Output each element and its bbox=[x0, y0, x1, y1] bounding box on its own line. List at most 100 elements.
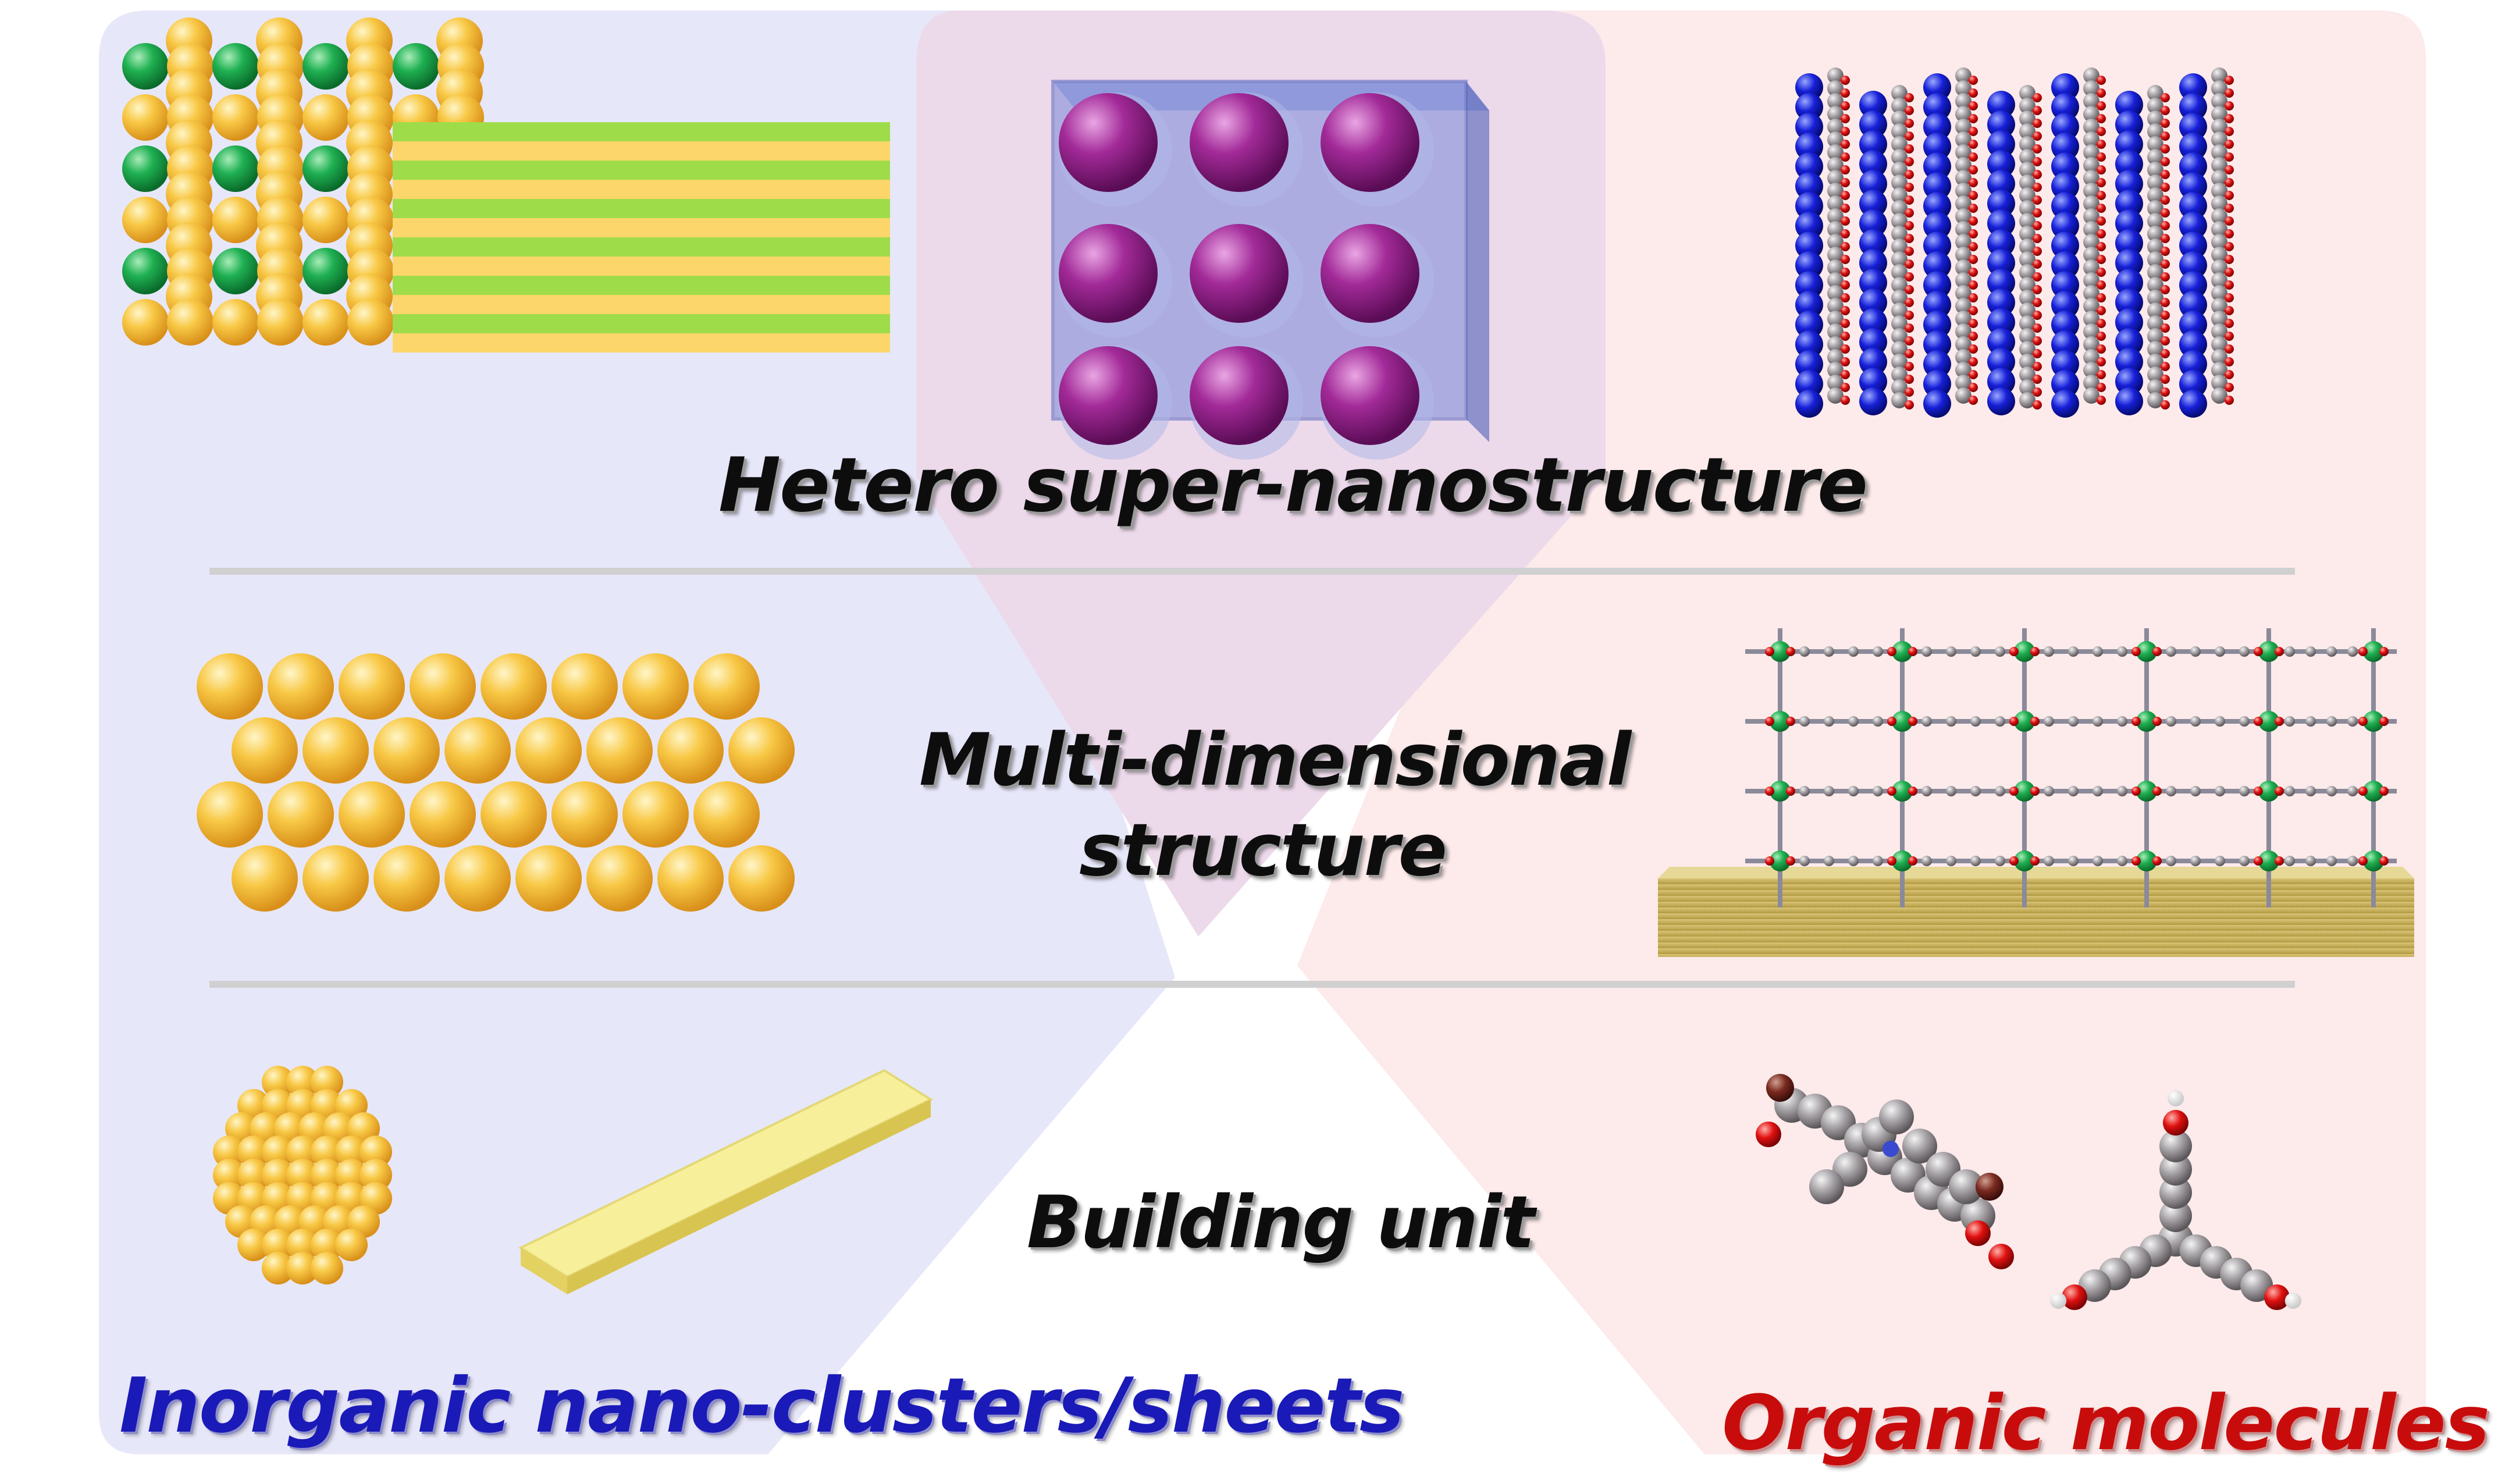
oxygen-atom bbox=[2097, 293, 2106, 303]
blue-column-atom bbox=[1923, 232, 1951, 259]
gold-atom bbox=[360, 1136, 392, 1168]
gold-atom bbox=[286, 1159, 319, 1191]
oxygen-atom bbox=[2097, 76, 2106, 85]
framework-atom bbox=[2147, 341, 2163, 357]
oxygen-atom bbox=[1905, 183, 1914, 192]
framework-atom bbox=[2019, 366, 2035, 383]
oxygen-atom bbox=[1969, 165, 1978, 175]
oxygen-atom bbox=[1969, 242, 1978, 251]
gold-particle bbox=[444, 845, 511, 912]
oxygen-atom bbox=[2030, 787, 2040, 796]
framework-atom bbox=[1955, 106, 1971, 122]
oxygen-atom bbox=[2009, 856, 2019, 866]
oxygen-atom bbox=[1841, 344, 1850, 354]
linker-atom bbox=[2068, 786, 2079, 796]
framework-atom bbox=[2019, 200, 2035, 216]
blue-column-atom bbox=[1795, 291, 1823, 319]
oxygen-atom bbox=[1905, 362, 1914, 371]
framework-atom bbox=[2083, 195, 2099, 212]
porous-cube-with-spheres bbox=[1051, 80, 1489, 460]
linker-atom bbox=[2215, 856, 2225, 866]
gold-atom bbox=[262, 1229, 294, 1261]
framework-atom bbox=[1827, 183, 1844, 199]
framework-atom bbox=[1891, 162, 1908, 178]
organic-molecule-2 bbox=[2050, 1090, 2301, 1310]
framework-atom bbox=[2147, 123, 2163, 140]
linker-atom bbox=[2044, 856, 2054, 866]
gold-particle bbox=[232, 845, 298, 912]
gold-atom bbox=[335, 1229, 368, 1261]
gold-particle bbox=[410, 653, 476, 720]
framework-atom bbox=[2083, 93, 2099, 109]
framework-atom bbox=[2083, 208, 2099, 225]
gold-atom bbox=[262, 1136, 294, 1168]
framework-atom bbox=[1891, 175, 1908, 191]
blue-column-atom bbox=[1987, 190, 2015, 218]
blue-column-atom bbox=[1795, 271, 1823, 299]
purple-sphere bbox=[1059, 224, 1158, 323]
framework-atom bbox=[1955, 387, 1971, 404]
framework-atom bbox=[2083, 119, 2099, 135]
blue-column-atom bbox=[2051, 73, 2079, 101]
oxygen-atom bbox=[2161, 221, 2170, 230]
linker-atom bbox=[2092, 646, 2103, 657]
linker-atom bbox=[2190, 856, 2201, 866]
oxygen-atom bbox=[1905, 298, 1914, 307]
gold-particle bbox=[232, 717, 298, 784]
blue-column-atom bbox=[1987, 368, 2015, 396]
oxygen-atom bbox=[1905, 323, 1914, 333]
blue-column-atom bbox=[2051, 370, 2079, 398]
oxygen-atom bbox=[1887, 787, 1896, 796]
framework-atom bbox=[2019, 136, 2035, 152]
oxygen-atom bbox=[1841, 127, 1850, 136]
metal-node bbox=[1892, 711, 1913, 732]
framework-atom bbox=[2083, 106, 2099, 122]
linker-atom bbox=[1995, 646, 2005, 657]
framework-atom bbox=[2083, 259, 2099, 276]
blue-column-atom bbox=[1795, 390, 1823, 418]
oxygen-atom bbox=[1905, 375, 1914, 384]
framework-atom bbox=[1955, 221, 1971, 237]
blue-column-atom bbox=[2115, 308, 2143, 336]
blue-column-atom bbox=[1859, 130, 1887, 158]
gold-particle bbox=[197, 653, 263, 720]
blue-column-atom bbox=[2051, 133, 2079, 161]
linker-atom bbox=[1995, 856, 2005, 866]
green-particle bbox=[212, 248, 259, 294]
linker-atom bbox=[2190, 786, 2201, 796]
framework-atom bbox=[2211, 272, 2227, 289]
blue-column-atom bbox=[2115, 209, 2143, 237]
blue-column-atom bbox=[1987, 209, 2015, 237]
oxygen-atom bbox=[1841, 332, 1850, 341]
metal-node bbox=[2363, 641, 2384, 662]
oxygen-atom bbox=[1969, 114, 1978, 123]
framework-atom bbox=[1827, 80, 1844, 97]
oxygen-atom bbox=[1841, 165, 1850, 175]
blue-column-atom bbox=[2051, 350, 2079, 378]
oxygen-atom bbox=[2097, 127, 2106, 136]
oxygen-atom bbox=[2033, 272, 2042, 282]
nanosheet-stripe bbox=[393, 314, 890, 333]
oxygen-atom bbox=[2033, 157, 2042, 166]
blue-column-atom bbox=[2051, 390, 2079, 418]
framework-atom bbox=[1955, 336, 1971, 353]
blue-column-atom bbox=[2051, 291, 2079, 319]
framework-atom bbox=[2019, 277, 2035, 293]
oxygen-atom bbox=[2225, 229, 2234, 239]
blue-column-atom bbox=[2179, 330, 2207, 358]
oxygen-atom bbox=[1756, 1122, 1781, 1147]
oxygen-atom bbox=[2097, 396, 2106, 405]
framework-atom bbox=[2083, 349, 2099, 365]
framework-atom bbox=[1827, 131, 1844, 148]
framework-atom bbox=[2019, 111, 2035, 127]
oxygen-atom bbox=[1765, 856, 1774, 866]
metal-node bbox=[2363, 711, 2384, 732]
framework-atom bbox=[2147, 315, 2163, 332]
framework-atom bbox=[2211, 259, 2227, 276]
blue-column-atom bbox=[1923, 291, 1951, 319]
framework-atom bbox=[1891, 264, 1908, 280]
oxygen-atom bbox=[1841, 280, 1850, 290]
blue-column-atom bbox=[2179, 113, 2207, 141]
metal-node bbox=[1892, 641, 1913, 662]
framework-atom bbox=[2211, 336, 2227, 353]
